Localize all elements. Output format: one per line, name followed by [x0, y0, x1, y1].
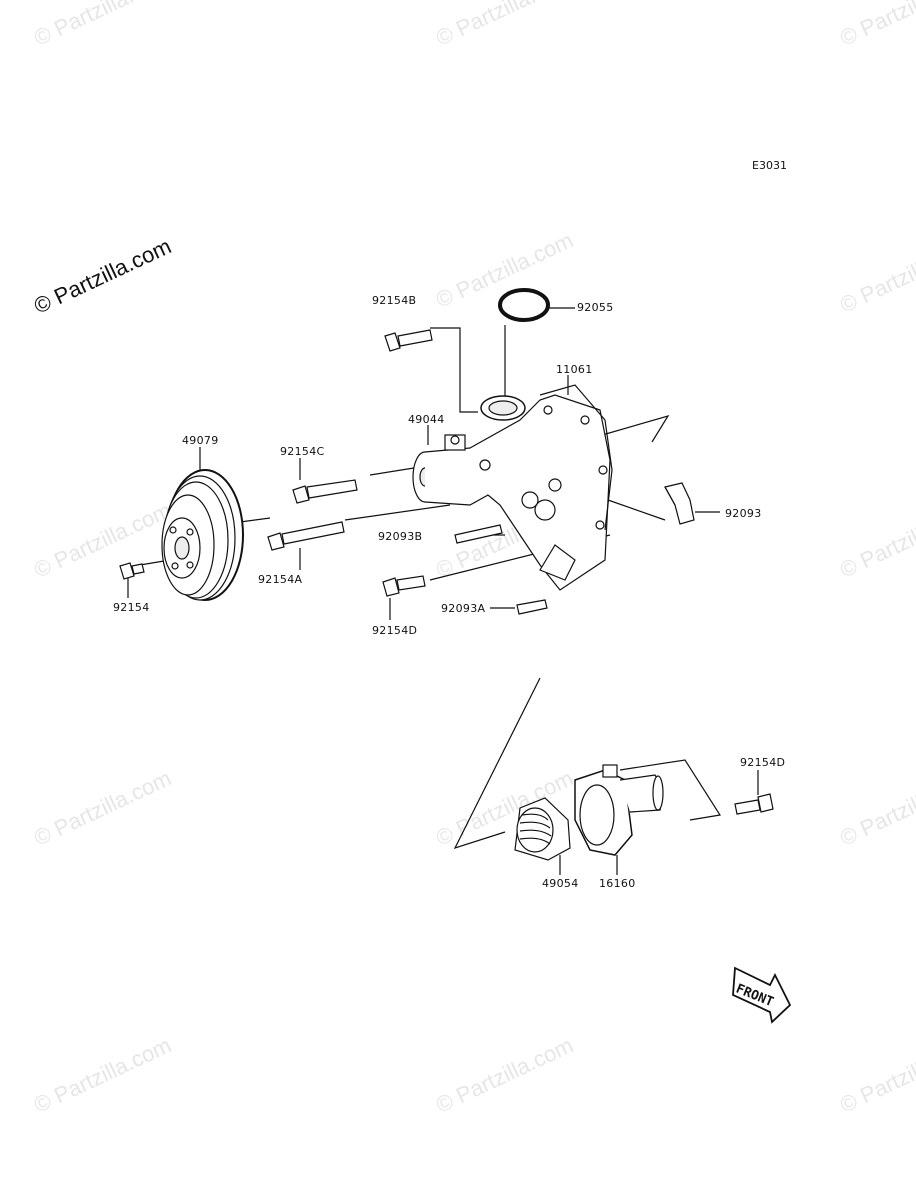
part-label-92154A[interactable]: 92154A: [258, 573, 303, 586]
guide-line: [430, 327, 478, 413]
guide-line: [369, 466, 421, 476]
thermostat: [514, 797, 571, 861]
o-ring: [498, 288, 550, 322]
bolt-92154C: [292, 479, 358, 504]
guide-line: [584, 414, 670, 443]
guide-line: [239, 517, 271, 523]
thermostat-housing: [574, 764, 664, 856]
guide-line: [453, 677, 541, 850]
bolt-92154D: [382, 575, 426, 597]
part-label-16160[interactable]: 16160: [599, 877, 636, 890]
bolt-92154D-housing: [734, 793, 774, 815]
part-label-92154C[interactable]: 92154C: [280, 445, 325, 458]
part-label-92154[interactable]: 92154: [113, 601, 150, 614]
part-label-49079[interactable]: 49079: [182, 434, 219, 447]
diagram-code: E3031: [752, 159, 787, 172]
bolt-92154A: [267, 521, 345, 551]
bolt-92154B: [384, 329, 433, 352]
part-label-92154B[interactable]: 92154B: [372, 294, 417, 307]
clip-92093: [664, 482, 695, 525]
part-label-92154D-housing[interactable]: 92154D: [740, 756, 786, 769]
part-label-92093[interactable]: 92093: [725, 507, 762, 520]
part-label-11061[interactable]: 11061: [556, 363, 593, 376]
pulley: [161, 469, 244, 601]
water-pump-body: [412, 384, 613, 591]
guide-line: [344, 504, 451, 521]
bolt-92154: [119, 562, 145, 580]
dowel-pin-92093B: [454, 524, 503, 544]
part-label-92093A[interactable]: 92093A: [441, 602, 486, 615]
guide-line: [619, 759, 721, 821]
part-label-92093B[interactable]: 92093B: [378, 530, 423, 543]
front-arrow: [732, 966, 792, 1024]
part-label-92055[interactable]: 92055: [577, 301, 614, 314]
dowel-pin-92093A: [516, 599, 548, 615]
guide-line: [607, 499, 666, 521]
part-label-49054[interactable]: 49054: [542, 877, 579, 890]
part-label-92154D[interactable]: 92154D: [372, 624, 418, 637]
part-label-49044[interactable]: 49044: [408, 413, 445, 426]
